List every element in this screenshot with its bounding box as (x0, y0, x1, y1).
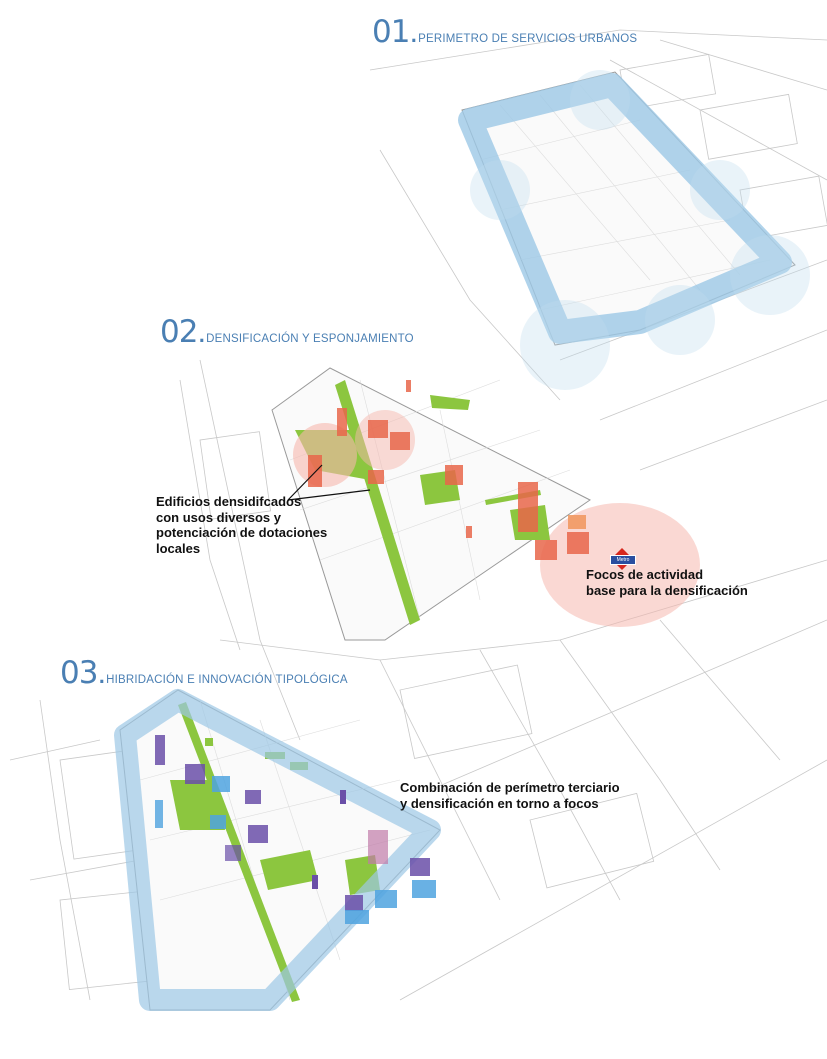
section-label: HIBRIDACIÓN E INNOVACIÓN TIPOLÓGICA (106, 674, 348, 686)
street-grid (9, 29, 827, 1001)
section-number: 03 (60, 655, 98, 691)
section-title-03: 03.HIBRIDACIÓN E INNOVACIÓN TIPOLÓGICA (60, 655, 348, 691)
section-label: DENSIFICACIÓN Y ESPONJAMIENTO (206, 333, 414, 345)
block-03-hybridization (114, 689, 441, 1011)
hybrid-buildings (155, 735, 436, 924)
block-02-densification (271, 367, 700, 641)
annotation-densified-buildings: Edificios densidifcados con usos diverso… (156, 494, 328, 556)
metro-label: Metro (610, 555, 636, 565)
leader-lines (287, 464, 371, 501)
service-halos (470, 70, 810, 390)
metro-icon: Metro (610, 548, 636, 570)
densified-buildings (308, 380, 589, 560)
annotation-activity-foci: Focos de actividad base para la densific… (586, 567, 748, 598)
block-01-perimeter-services (458, 70, 810, 390)
section-number: 01 (372, 14, 410, 50)
section-title-01: 01.PERIMETRO DE SERVICIOS URBANOS (372, 14, 638, 50)
annotation-combination: Combinación de perímetro terciario y den… (400, 780, 620, 811)
section-title-02: 02.DENSIFICACIÓN Y ESPONJAMIENTO (160, 314, 414, 350)
section-number: 02 (160, 314, 198, 350)
section-label: PERIMETRO DE SERVICIOS URBANOS (418, 33, 638, 45)
